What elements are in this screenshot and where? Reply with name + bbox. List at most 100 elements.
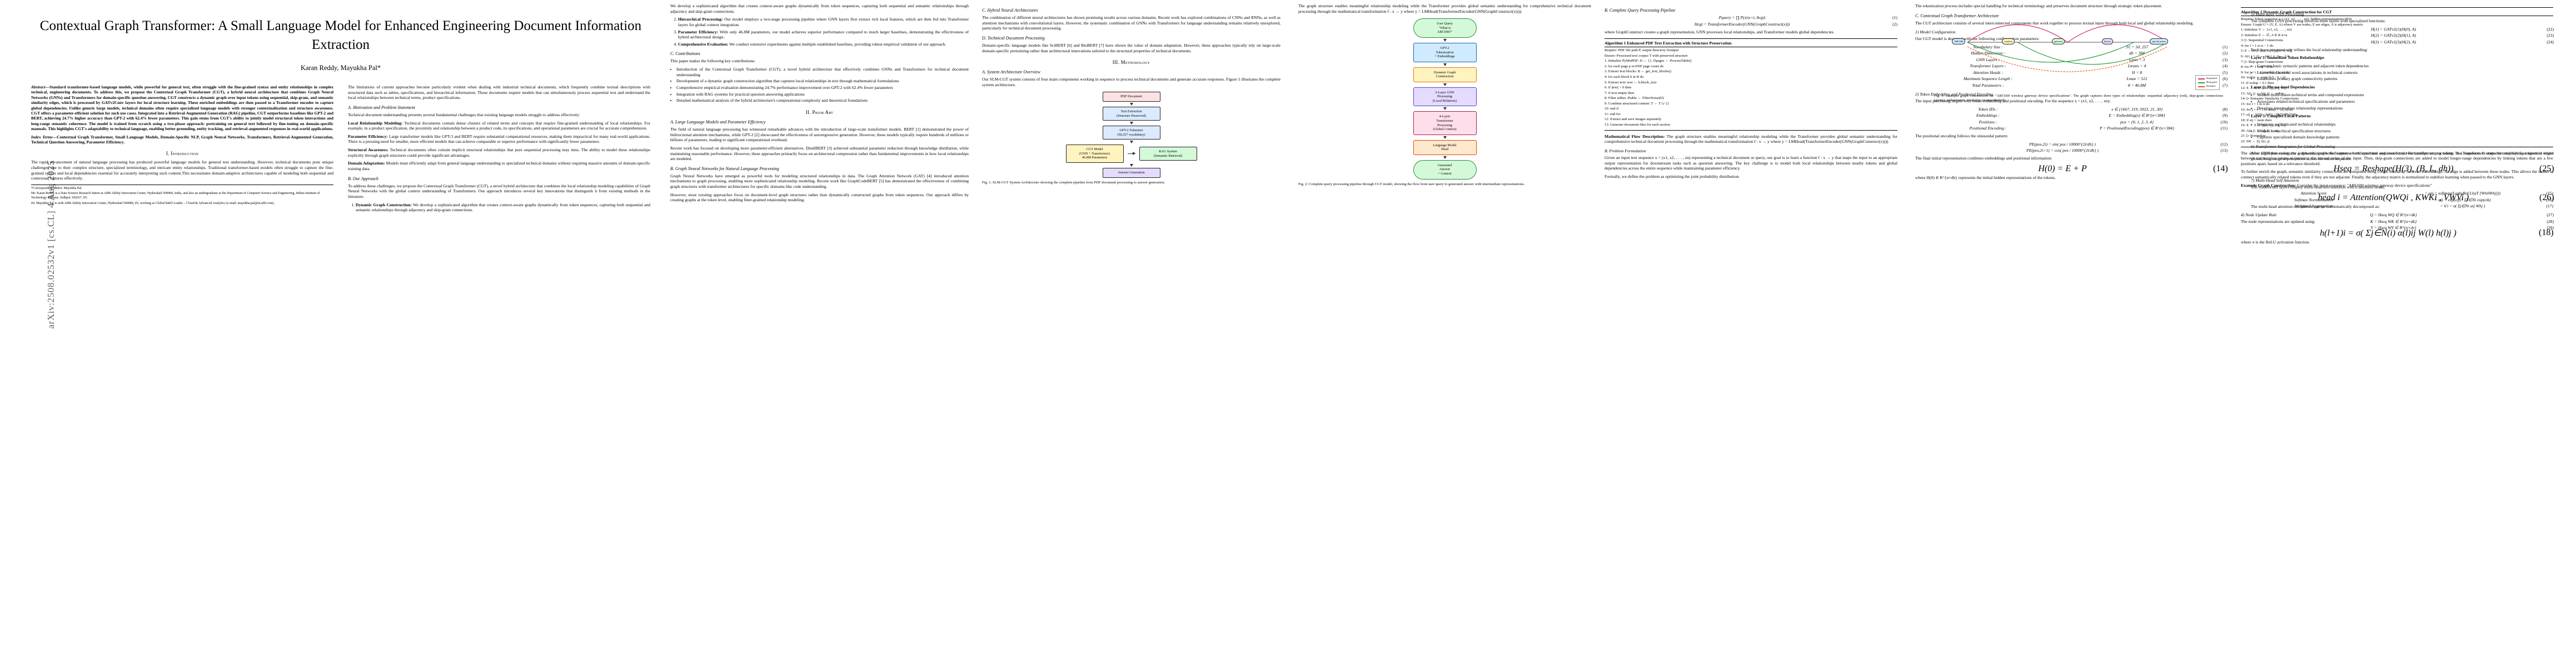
figure-3-caption: Fig. 3: Example graph construction for "… [1934,94,2223,103]
prior-art-p1: The field of natural language processing… [670,126,969,143]
column-4: C. Hybrid Neural Architectures The combi… [982,3,1280,206]
intro-paragraph-1: The rapid advancement of natural languag… [31,160,333,181]
math-flow-title: Mathematical Flow Description: [1605,133,1665,139]
attn-eq-0-number: (15) [2546,191,2553,196]
algorithm-2-line-19: 18: if sij > τsem then [2241,118,2272,122]
subsection-node-update: 4) Node Update Rule [2241,212,2277,218]
sinusoid-equations: PE(pos,2i) = sin( pos / 10000^{2i/dh} )(… [1915,142,2228,153]
gnn-layer-2-bullet-1: Models hierarchical specification struct… [2257,128,2554,134]
config-eq-1: Hidden Dimension :dh = 384(2) [1915,51,2228,56]
innovation-0-title: Dynamic Graph Construction: [356,202,412,207]
gnn-layer-1-title: Layer 2: Phrase-level Dependencies [2251,84,2315,89]
column-5: The graph structure enables meaningful r… [1298,3,1591,190]
subsection-system-overview: A. System Architecture Overview [982,69,1040,75]
gnn-layer-1-bullet-0: Models multi-token technical terms and c… [2257,92,2554,98]
algorithm-1-line-4: 3: Extract text blocks: B ← get_text_blo… [1605,69,1672,74]
challenge-1-title: Parameter Efficiency: [348,133,388,139]
graph-legend: Sequential Skip-gram Semantic [2195,75,2220,90]
attn-eq-2-number: (17) [2546,203,2553,209]
embed-eq-0: Token IDs :x ∈ {1667, 319, 5923, 21, 30}… [1915,107,2228,112]
legend-label-2: Semantic [2206,84,2216,88]
embed-eq-0-number: (8) [2223,106,2228,112]
subsection-motivation: A. Motivation and Problem Statement [348,104,415,110]
config-eq-4-value: H = 8 [2131,69,2142,75]
reshape-body: Hseq = Reshape(H(3), (B, L, dh)) [2333,164,2454,174]
config-eq-5: Maximum Sequence Length :Lmax = 512(6) [1915,76,2228,81]
config-eq-6-label: Total Parameters : [1972,82,2004,88]
intro-paragraph-2: The limitations of current approaches be… [348,84,650,101]
index-terms-label: Index Terms [31,134,53,140]
methodology-p1: Our SLM-CGT system consists of four main… [982,77,1280,87]
query-equations: Pquery = ∏ P(xt|x<t, θcgt) (1) Hcgt = Tr… [1605,15,1897,27]
paper-sheet-1: Contextual Graph Transformer: A Small La… [27,0,655,667]
head-body: head i = Attention(QWQi , KWKi , VWVi ) [2318,192,2469,202]
column-2: The limitations of current approaches be… [348,84,650,216]
contribution-4: Detailed mathematical analysis of the hy… [676,98,969,103]
innovation-2: Hierarchical Processing: Our model emplo… [678,17,969,27]
algorithm-1-line-7: 6: if |text| > 0 then [1605,86,1632,90]
multilayer-equations: H(1) = GATv2(1)(H(0), A)(22) H(2) = GATv… [2251,27,2554,44]
figure-1-caption: Fig. 1: SLM-CGT System Architecture show… [982,180,1165,185]
challenge-0-text: Technical documents contain dense cluste… [348,120,650,131]
transformer-integration-p: After GNN processing, the graph-enhanced… [2251,150,2554,161]
legend-label-0: Sequential [2206,77,2217,80]
config-eq-3-label: Transformer Layers : [1970,63,2006,69]
embed-eq-0-label: Token IDs : [1978,106,1998,112]
subsection-our-approach: B. Our Approach [348,176,378,181]
arrow-down-icon [1443,63,1447,66]
two-column-body-4: The tokenization process includes specia… [1912,3,2557,248]
contributions-intro: This paper makes the following key contr… [670,58,756,64]
flow-node-tokenizer: GPT-2 Tokenizer(50,257 vocabulary) [1102,126,1160,140]
attn-eq-2-value: = h′i = σ( Σj∈Ni αij Whj ) [2440,203,2485,209]
math-flow-desc: Mathematical Flow Description: The graph… [1605,134,1897,145]
subsection-tech-doc: D. Technical Document Processing [982,35,1045,41]
config-eq-2-number: (3) [2223,57,2228,62]
attn-eq-0-value: = αij = softmax(LeakyReLU(aT [Whi‖Whj])) [2424,191,2501,196]
ml-eq-2: H(3) = GATv2(3)(H(2), A)(24) [2251,39,2554,44]
example-graph-title: Example Graph Construction: [2241,182,2296,188]
contribution-0: Introduction of the Contextual Graph Tra… [676,67,969,77]
attn-eq-2-label: Weighted Aggregation [2295,203,2333,209]
embed-eq-2-value: pos = {0, 1, 2, 3, 4} [2120,119,2154,125]
column-6: B. Complete Query Processing Pipeline Pq… [1605,3,1897,190]
algorithm-2: Algorithm 2 Dynamic Graph Construction f… [2241,7,2553,147]
innovation-2-title: Hierarchical Processing: [678,17,723,22]
legend-swatch-sequential [2198,78,2205,79]
algorithm-2-line-2: 1: Initialize V ← {v1, v2, . . . , vn} [2241,28,2293,32]
gnn-layer-1-bullet-2: Develops intermediate relationship repre… [2257,106,2554,111]
multihead-intro: The transformer layers employ multi-head… [2251,185,2385,190]
final-equation: H(0) = E + P(14) [1915,164,2228,174]
config-eq-3: Transformer Layers :Ltrans = 4(4) [1915,63,2228,68]
two-column-body-2: We develop a sophisticated algorithm tha… [667,3,1284,206]
algorithm-2-line-11: 10: wskip ← exp(−0.5 · |i − j|) [2241,76,2286,80]
sinusoid-note: The positional encoding follows the sinu… [1915,133,2009,139]
gnn-layer-0-bullet-0: Captures basic syntactic patterns and ad… [2257,63,2554,69]
page-title: Contextual Graph Transformer: A Small La… [39,18,642,52]
config-eq-0-value: |V| = 50, 257 [2125,44,2149,49]
subsection-hybrid-arch: C. Hybrid Neural Architectures [982,8,1038,13]
config-eq-2-value: Lgnn = 3 [2129,57,2145,62]
footnote-block: *Corresponding author: Mayukha Pal. Mr. … [31,184,333,206]
node-update-equation: h(l+1)i = σ( Σj∈N(i) α(l)ij W(l) h(l)j )… [2241,227,2554,238]
subsection-cgt-architecture: C. Contextual Graph Transformer Architec… [1915,13,1999,18]
qkv-eq-0-number: (27) [2547,212,2554,218]
innovation-1-text: We develop a sophisticated algorithm tha… [670,3,969,14]
node-update-number: (18) [2539,227,2554,237]
innovation-0-text: We develop a sophisticated algorithm tha… [356,202,650,213]
prior-art-p3: Graph Neural Networks have emerged as po… [670,173,969,190]
config-eq-2: GNN Layers :Lgnn = 3(3) [1915,57,2228,62]
legend-entry-2: Semantic [2198,84,2217,88]
gnn-layer-0-bullet-1: Learns fundamental word associations in … [2257,70,2554,76]
algorithm-2-line-16: 15: for i = 1 to n do [2241,102,2270,106]
attn-eq-1-value: = αij = exp(eij) / Σk∈Ni exp(eik) [2434,197,2491,202]
contribution-1: Development of a dynamic graph construct… [676,78,969,84]
final-rep-note: The final initial representation combine… [1915,156,2052,161]
sin-eq-0-body: PE(pos,2i) = sin( pos / 10000^{2i/dh} ) [2029,141,2096,147]
innovation-3-text: With only 46.8M parameters, our model ac… [678,29,969,40]
algorithm-1-line-6: 5: Extract text: text ← b.block_text [1605,80,1657,84]
algorithm-1-line-0: Require: PDF file path P, output directo… [1605,48,1679,53]
algorithm-2-line-18: 17: sij ← h(0)i · h(0)j / (‖h(0)i‖‖h(0)j… [2241,113,2296,117]
